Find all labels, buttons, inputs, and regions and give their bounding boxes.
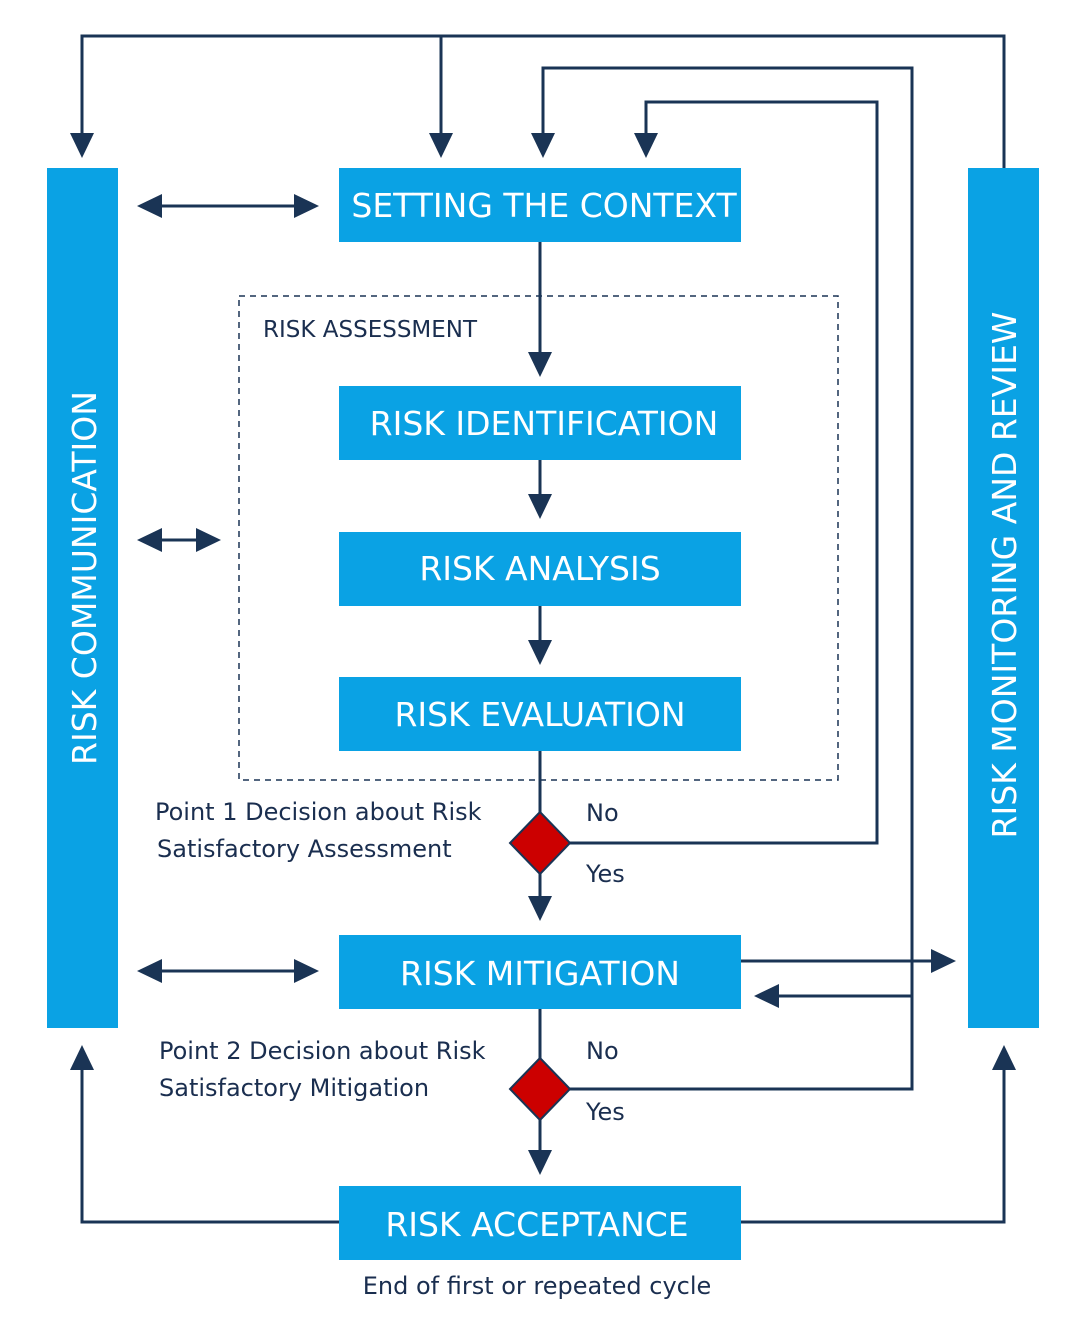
risk-identification-label: RISK IDENTIFICATION bbox=[370, 404, 719, 443]
risk-mitigation-box bbox=[339, 935, 741, 1009]
decision-point-1-text-line2: Satisfactory Assessment bbox=[157, 835, 452, 863]
decision-point-1-yes-label: Yes bbox=[585, 860, 625, 888]
cycle-footer-caption: End of first or repeated cycle bbox=[363, 1272, 712, 1300]
risk-communication-panel bbox=[47, 168, 118, 1028]
risk-identification-box bbox=[339, 386, 741, 460]
risk-monitoring-label: RISK MONITORING AND REVIEW bbox=[985, 312, 1024, 839]
risk-analysis-box bbox=[339, 532, 741, 606]
risk-acceptance-box bbox=[339, 1186, 741, 1260]
setting-context-box bbox=[339, 168, 741, 242]
risk-acceptance-label: RISK ACCEPTANCE bbox=[385, 1205, 688, 1244]
risk-mitigation-label: RISK MITIGATION bbox=[400, 954, 680, 993]
decision-point-2-text-line2: Satisfactory Mitigation bbox=[159, 1074, 429, 1102]
setting-context-label: SETTING THE CONTEXT bbox=[351, 186, 737, 225]
decision-point-2-diamond bbox=[508, 1056, 572, 1122]
risk-evaluation-label: RISK EVALUATION bbox=[394, 695, 685, 734]
risk-evaluation-box bbox=[339, 677, 741, 751]
decision-point-1-text-line1: Point 1 Decision about Risk bbox=[155, 798, 482, 826]
arrowheads bbox=[70, 133, 1016, 1175]
risk-monitoring-panel bbox=[968, 168, 1039, 1028]
connector-lines bbox=[80, 34, 1006, 1224]
decision-point-2-no-label: No bbox=[586, 1037, 619, 1065]
decision-point-2-yes-label: Yes bbox=[585, 1098, 625, 1126]
risk-analysis-label: RISK ANALYSIS bbox=[419, 549, 660, 588]
decision-point-2-text-line1: Point 2 Decision about Risk bbox=[159, 1037, 486, 1065]
risk-communication-label: RISK COMMUNICATION bbox=[65, 391, 104, 765]
decision-point-1-diamond bbox=[508, 810, 572, 876]
risk-assessment-label: RISK ASSESSMENT bbox=[263, 317, 478, 343]
decision-point-1-no-label: No bbox=[586, 799, 619, 827]
